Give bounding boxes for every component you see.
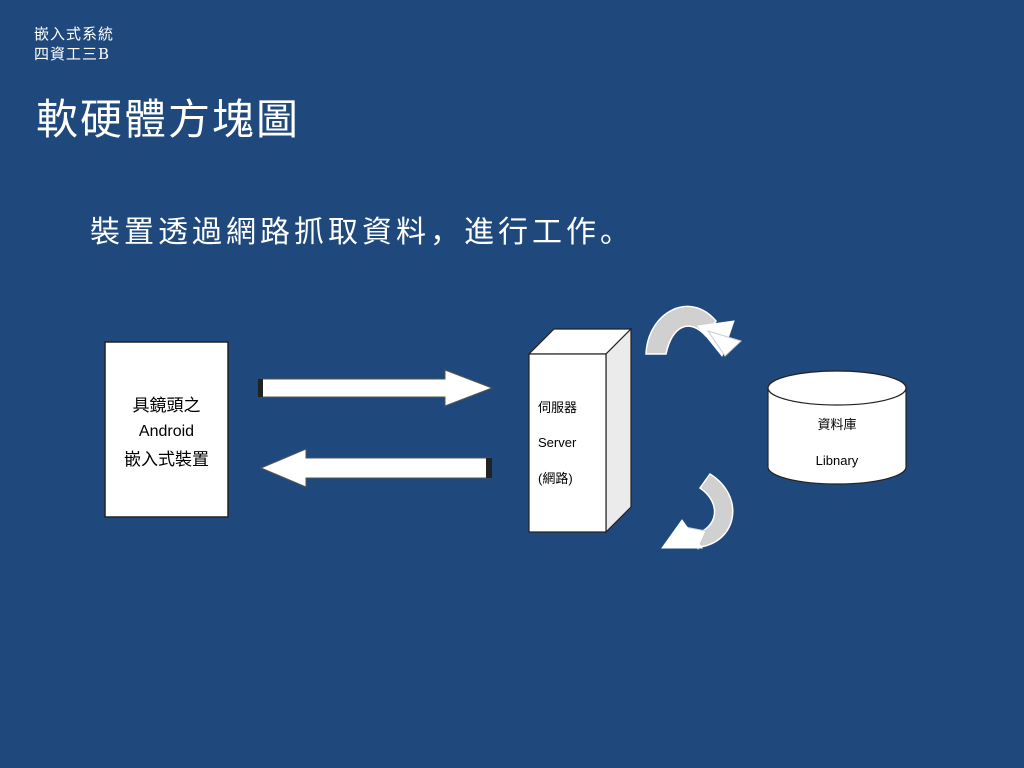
database-label-line2: Libnary	[816, 453, 859, 468]
server-label-line2: Server	[538, 435, 577, 450]
database-cylinder-body	[767, 388, 907, 485]
device-label-line2: Android	[139, 423, 194, 440]
server-cube: 伺服器 Server (網路)	[527, 327, 633, 534]
device-label-line1: 具鏡頭之	[133, 396, 201, 415]
device-box-rect	[104, 341, 229, 518]
subtitle: 裝置透過網路抓取資料，進行工作。	[90, 215, 634, 250]
android-device-box: 具鏡頭之 Android 嵌入式裝置	[104, 341, 229, 518]
server-label-line1: 伺服器	[538, 400, 577, 415]
right-arrow-icon	[258, 369, 494, 407]
device-label-line3: 嵌入式裝置	[124, 450, 209, 469]
page-title: 軟硬體方塊圖	[36, 95, 301, 144]
curved-arrow-down-icon	[645, 305, 742, 358]
database-label-line1: 資料庫	[817, 417, 856, 432]
curved-arrow-left-icon	[661, 472, 734, 550]
server-cube-front	[528, 353, 607, 533]
left-arrow-icon	[259, 448, 492, 488]
database-cylinder: 資料庫 Libnary	[767, 370, 907, 485]
server-label-line3: (網路)	[538, 471, 573, 486]
class-name: 四資工三B	[34, 45, 111, 63]
server-cube-side	[605, 327, 632, 534]
course-title: 嵌入式系統	[34, 25, 115, 43]
database-cylinder-top	[767, 370, 907, 406]
